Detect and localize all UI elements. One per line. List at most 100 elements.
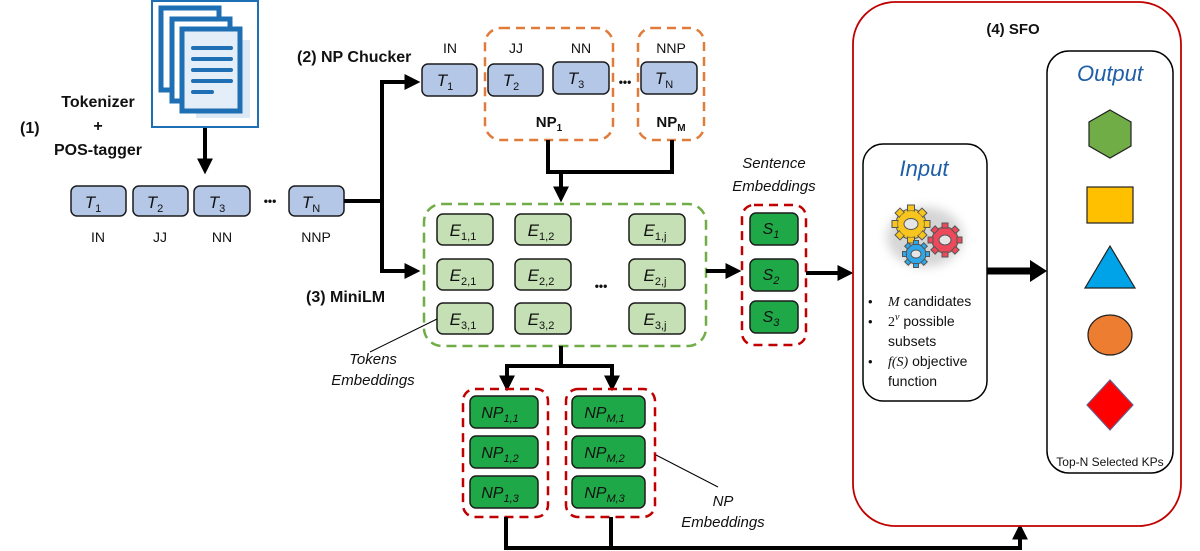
token-box: T1 IN xyxy=(70,185,127,245)
chunker-token: NNP TN xyxy=(640,40,698,95)
svg-text:NPM,3: NPM,3 xyxy=(584,485,625,505)
np-embedding-cell: NP1,2 xyxy=(469,435,539,469)
token-embeddings-label-2: Embeddings xyxy=(331,372,415,389)
npm-embeddings-group xyxy=(564,387,657,519)
sentence-embeddings-group xyxy=(740,203,808,347)
token-box: T3 NN xyxy=(193,185,251,245)
svg-text:NP1,1: NP1,1 xyxy=(481,405,519,425)
stage1-title-line1: Tokenizer xyxy=(61,94,135,111)
stage4-title: (4) SFO xyxy=(986,21,1040,38)
ellipsis: ••• xyxy=(264,194,277,208)
chunker-token: IN T1 xyxy=(421,40,478,97)
triangle-icon xyxy=(1083,244,1137,289)
token-box: T2 JJ xyxy=(132,185,189,245)
svg-text:T2: T2 xyxy=(147,193,164,215)
pos-tag: IN xyxy=(443,40,457,56)
input-bullets: • M candidates • 2v possible subsets • f… xyxy=(868,293,971,389)
callout-line xyxy=(655,454,719,488)
hexagon-icon xyxy=(1088,109,1132,159)
arrow-to-chunker xyxy=(380,74,421,271)
callout-line xyxy=(369,318,438,353)
svg-text:T1: T1 xyxy=(437,71,454,93)
token-embedding-cell: E2,1 xyxy=(436,258,494,291)
svg-text:TN: TN xyxy=(655,69,673,91)
stage1-title-line3: POS-tagger xyxy=(54,142,142,159)
chunker-token: JJ T2 xyxy=(487,40,544,97)
sentence-embedding-cell: S2 xyxy=(749,258,799,292)
pos-tag: JJ xyxy=(509,40,523,56)
token-embedding-cell: E1,j xyxy=(628,213,686,246)
token-embedding-cell: E3,2 xyxy=(514,302,572,335)
token-embeddings-label-1: Tokens xyxy=(349,351,397,368)
stage1-title-line2: + xyxy=(93,118,102,135)
pos-tag: JJ xyxy=(153,229,167,245)
svg-text:E1,1: E1,1 xyxy=(450,221,477,243)
bullet-icon: • xyxy=(868,294,873,309)
gears-icon xyxy=(887,204,963,268)
bullet-text-cont: function xyxy=(888,373,937,389)
stage2-title: (2) NP Chucker xyxy=(297,49,411,66)
pos-tag: NNP xyxy=(656,40,686,56)
svg-text:S2: S2 xyxy=(763,267,780,287)
npm-label: NPM xyxy=(656,114,685,134)
bullet-icon: • xyxy=(868,354,873,369)
ellipsis: ••• xyxy=(619,75,632,89)
svg-text:E3,2: E3,2 xyxy=(528,310,555,332)
svg-text:E1,2: E1,2 xyxy=(528,221,555,243)
wire-branch xyxy=(505,364,614,385)
ellipsis: ••• xyxy=(595,279,608,293)
np-embedding-cell: NPM,3 xyxy=(571,475,646,509)
np1-label: NP1 xyxy=(536,114,563,134)
sentence-embedding-cell: S3 xyxy=(749,300,799,334)
np-embedding-cell: NP1,3 xyxy=(469,475,539,509)
svg-text:NP1,3: NP1,3 xyxy=(481,485,519,505)
bullet-icon: • xyxy=(868,314,873,329)
output-shapes xyxy=(1083,109,1137,431)
output-title: Output xyxy=(1077,61,1144,86)
svg-text:NPM,1: NPM,1 xyxy=(584,405,625,425)
np-embedding-cell: NP1,1 xyxy=(469,395,539,429)
documents-icon xyxy=(151,0,259,128)
bullet-text: 2v possible xyxy=(888,312,955,330)
output-caption: Top-N Selected KPs xyxy=(1056,455,1163,469)
svg-text:E2,1: E2,1 xyxy=(450,266,477,288)
token-embedding-cell: E2,2 xyxy=(514,258,572,291)
np-embedding-cell: NPM,1 xyxy=(571,395,646,429)
pos-tag: IN xyxy=(91,229,105,245)
sentence-embeddings-label-1: Sentence xyxy=(742,155,805,172)
pos-tag: NN xyxy=(571,40,591,56)
svg-text:S1: S1 xyxy=(763,221,780,241)
arrow-head xyxy=(1030,260,1047,282)
chunker-token: NN T3 xyxy=(552,40,610,95)
np-embeddings-label-2: Embeddings xyxy=(681,514,765,531)
bullet-text: M candidates xyxy=(887,293,971,310)
stage3-title: (3) MiniLM xyxy=(306,289,385,306)
minilm-group xyxy=(422,202,708,348)
svg-text:E1,j: E1,j xyxy=(644,221,667,243)
svg-text:E2,j: E2,j xyxy=(644,266,667,288)
bullet-text: f(S) objective xyxy=(888,353,968,370)
svg-text:T3: T3 xyxy=(209,193,226,215)
svg-text:NP1,2: NP1,2 xyxy=(481,445,519,465)
token-embedding-cell: E2,j xyxy=(628,258,686,291)
svg-text:NPM,2: NPM,2 xyxy=(584,445,625,465)
np-embeddings-label-1: NP xyxy=(713,493,734,510)
svg-text:E3,j: E3,j xyxy=(644,310,667,332)
token-embedding-cell: E3,j xyxy=(628,302,686,335)
svg-text:T1: T1 xyxy=(85,193,102,215)
token-box: TN NNP xyxy=(288,185,345,245)
bullet-text-cont: subsets xyxy=(888,333,936,349)
pos-tag: NNP xyxy=(301,229,331,245)
svg-text:S3: S3 xyxy=(763,309,781,329)
pos-tag: NN xyxy=(212,229,232,245)
stage1-number: (1) xyxy=(20,120,40,137)
sentence-embeddings-label-2: Embeddings xyxy=(732,178,816,195)
svg-text:T2: T2 xyxy=(503,71,520,93)
svg-text:T3: T3 xyxy=(568,69,585,91)
diamond-icon xyxy=(1086,379,1134,431)
token-row: T1 IN T2 JJ T3 NN ••• TN NNP xyxy=(70,185,345,245)
np-embedding-cell: NPM,2 xyxy=(571,435,646,469)
